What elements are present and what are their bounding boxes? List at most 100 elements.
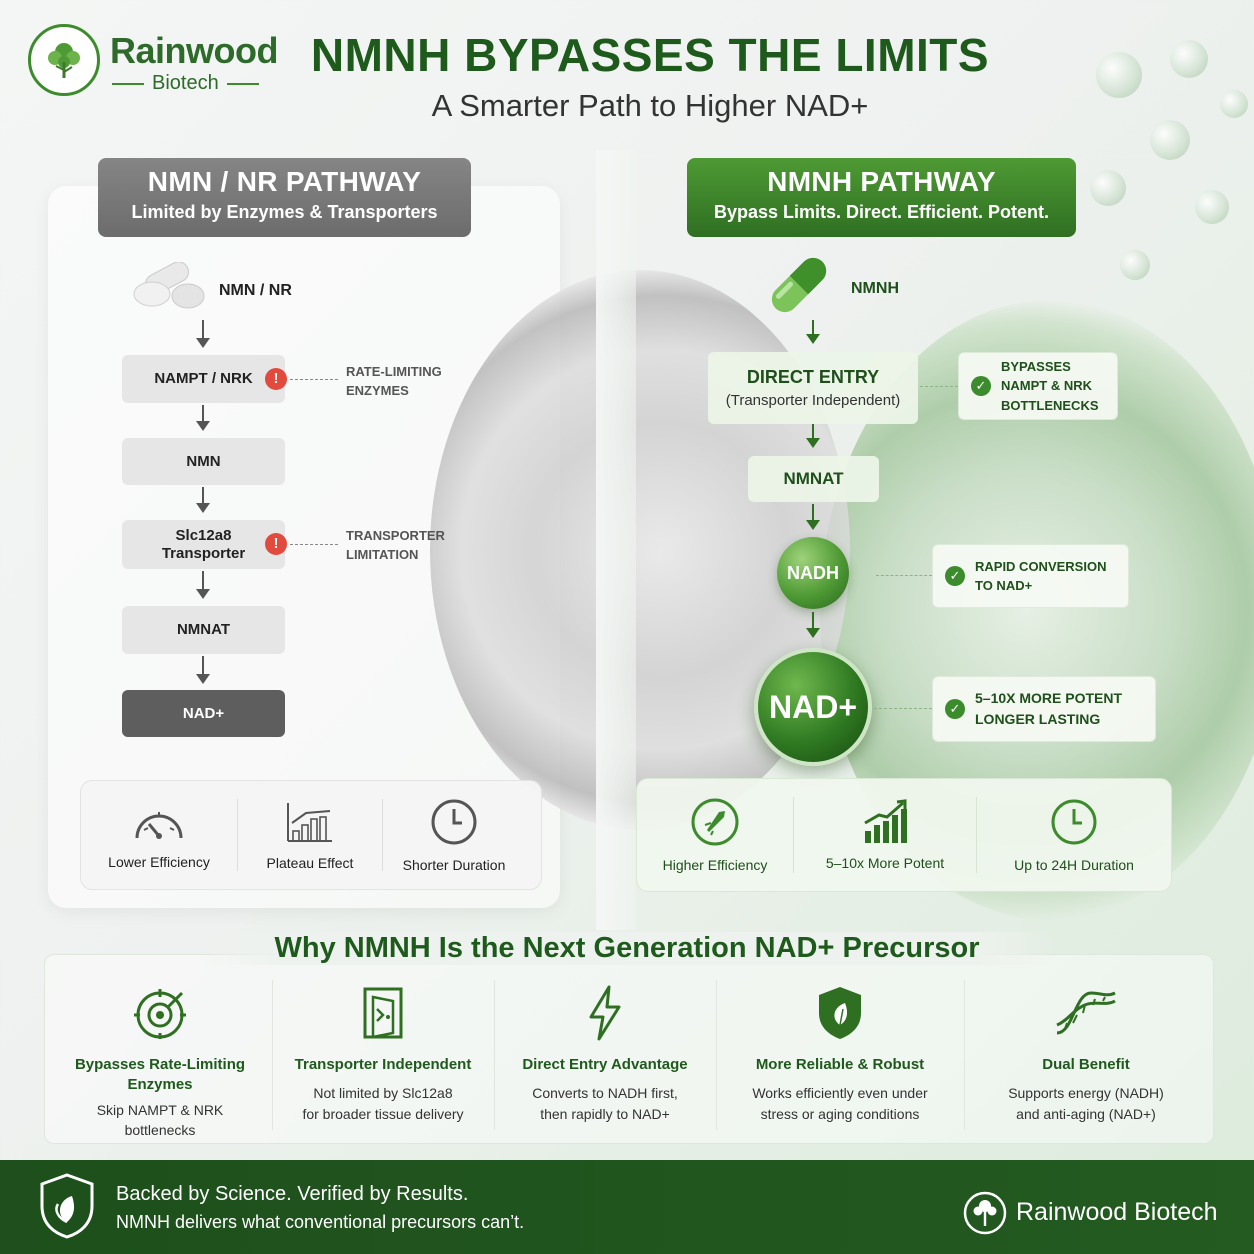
note-line: LIMITATION: [346, 546, 419, 562]
nmn-pathway-title: NMN / NR PATHWAY: [147, 166, 422, 197]
higher-efficiency-item: Higher Efficiency: [637, 779, 793, 891]
flow-arrow: [202, 405, 204, 423]
flow-arrow: [202, 320, 204, 340]
slc12a8-label: Slc12a8: [175, 526, 232, 544]
why-item-desc: Supports energy (NADH) and anti-aging (N…: [1008, 1083, 1164, 1124]
nampt-nrk-step: NAMPT / NRK: [122, 355, 285, 403]
note-line: TRANSPORTER: [346, 528, 445, 543]
why-item-desc: Works efficiently even under stress or a…: [752, 1083, 927, 1124]
why-item-title: Transporter Independent: [295, 1055, 472, 1075]
capsule-icon: [771, 257, 827, 313]
shorter-duration-item: Shorter Duration: [383, 781, 525, 889]
why-item-title-line: More Reliable & Robust: [755, 1056, 925, 1073]
brand-name: Rainwood: [110, 30, 278, 71]
benefit-label: Up to 24H Duration: [1014, 857, 1134, 873]
bypasses-note: ✓ BYPASSES NAMPT & NRK BOTTLENECKS: [958, 352, 1118, 420]
check-icon: ✓: [945, 566, 965, 586]
separator: [237, 799, 238, 871]
flow-arrow-head: [806, 628, 820, 638]
nmn-nr-label: NMN / NR: [219, 282, 292, 299]
brand-sub: Biotech: [112, 72, 259, 95]
bypasses-text: BYPASSES NAMPT & NRK BOTTLENECKS: [1001, 357, 1099, 416]
nmn-pathway-subtitle: Limited by Enzymes & Transporters: [131, 202, 438, 222]
why-item-desc-line: bottlenecks: [124, 1121, 196, 1138]
why-item-desc-line: stress or aging conditions: [760, 1105, 920, 1122]
tree-icon: [48, 43, 80, 78]
note-line: TO NAD+: [975, 578, 1033, 593]
lightning-icon: [589, 985, 621, 1041]
plateau-chart-icon: [287, 803, 332, 842]
nmnat-step-green: NMNAT: [748, 456, 879, 502]
molecule-decoration: [1090, 170, 1126, 206]
target-icon: [134, 989, 186, 1039]
note-line: NAMPT & NRK: [1001, 378, 1092, 394]
why-item-desc-line: then rapidly to NAD+: [540, 1105, 670, 1122]
footer-bar: [0, 1160, 1254, 1254]
direct-entry-step: DIRECT ENTRY (Transporter Independent): [708, 352, 918, 424]
why-item-reliable: More Reliable & Robust Works efficiently…: [724, 985, 956, 1124]
dashed-connector: [290, 544, 338, 545]
why-item-desc-line: Supports energy (NADH): [1008, 1085, 1164, 1102]
logo: [28, 24, 100, 96]
note-line: RAPID CONVERSION: [975, 558, 1107, 574]
molecule-decoration: [1220, 90, 1248, 118]
duration-item: Up to 24H Duration: [977, 779, 1171, 891]
clock-icon: [431, 799, 477, 845]
footer-tagline: NMNH delivers what conventional precurso…: [116, 1212, 525, 1232]
slc12a8-step: Slc12a8 Transporter: [122, 520, 285, 569]
benefit-label: Plateau Effect: [266, 855, 354, 871]
flow-arrow: [812, 424, 814, 440]
lower-efficiency-item: Lower Efficiency: [81, 781, 237, 889]
why-item-direct-entry: Direct Entry Advantage Converts to NADH …: [504, 985, 706, 1124]
shield-leaf-icon: [40, 1173, 94, 1239]
dashed-connector: [874, 708, 932, 709]
why-item-title: Bypasses Rate-Limiting Enzymes: [75, 1055, 245, 1096]
why-item-transporter: Transporter Independent Not limited by S…: [280, 985, 486, 1124]
shield-leaf-icon: [819, 987, 861, 1039]
why-item-desc-line: and anti-aging (NAD+): [1016, 1105, 1156, 1122]
why-item-title-line: Dual Benefit: [1042, 1056, 1130, 1073]
why-item-desc-line: Skip NAMPT & NRK: [96, 1101, 224, 1118]
flow-arrow-head: [806, 520, 820, 530]
benefit-label: 5–10x More Potent: [825, 855, 945, 871]
footer-headline: Backed by Science. Verified by Results.: [116, 1183, 469, 1205]
check-icon: ✓: [945, 699, 965, 719]
why-item-title-line: Transporter Independent: [294, 1056, 472, 1073]
panel-divider: [596, 150, 636, 930]
note-line: LONGER LASTING: [975, 711, 1101, 727]
separator: [716, 980, 717, 1130]
flow-arrow-head: [806, 334, 820, 344]
flow-arrow: [202, 656, 204, 676]
warning-icon: !: [265, 533, 287, 555]
gauge-icon: [135, 812, 183, 839]
dna-icon: [1056, 991, 1116, 1035]
separator: [494, 980, 495, 1130]
molecule-decoration: [1096, 52, 1142, 98]
benefit-label: Shorter Duration: [402, 857, 506, 873]
direct-entry-subtitle: (Transporter Independent): [725, 392, 901, 409]
direct-entry-title: DIRECT ENTRY: [746, 367, 880, 387]
dashed-connector: [290, 379, 338, 380]
growth-chart-icon: [864, 799, 907, 843]
why-item-desc: Skip NAMPT & NRK bottlenecks: [97, 1100, 224, 1141]
flow-arrow-head: [196, 338, 210, 348]
rocket-icon: [691, 798, 739, 846]
benefit-label: Lower Efficiency: [108, 854, 210, 870]
flow-arrow-head: [196, 421, 210, 431]
more-potent-note: ✓ 5–10X MORE POTENT LONGER LASTING: [932, 676, 1156, 742]
nmnh-label: NMNH: [851, 280, 899, 297]
note-line: RATE-LIMITING: [346, 364, 442, 379]
flow-arrow: [812, 320, 814, 336]
why-item-desc: Converts to NADH first, then rapidly to …: [532, 1083, 677, 1124]
why-item-title: Dual Benefit: [1042, 1055, 1130, 1075]
separator: [382, 799, 383, 871]
molecule-decoration: [1195, 190, 1229, 224]
nad-result: NAD+: [122, 690, 285, 737]
why-item-desc-line: Converts to NADH first,: [532, 1085, 678, 1102]
nmn-step: NMN: [122, 438, 285, 485]
flow-arrow: [202, 487, 204, 505]
benefit-label: Higher Efficiency: [662, 857, 768, 873]
flow-arrow-head: [196, 503, 210, 513]
why-item-title-line: Direct Entry Advantage: [522, 1056, 688, 1073]
rate-limiting-note: RATE-LIMITING ENZYMES: [346, 363, 442, 401]
